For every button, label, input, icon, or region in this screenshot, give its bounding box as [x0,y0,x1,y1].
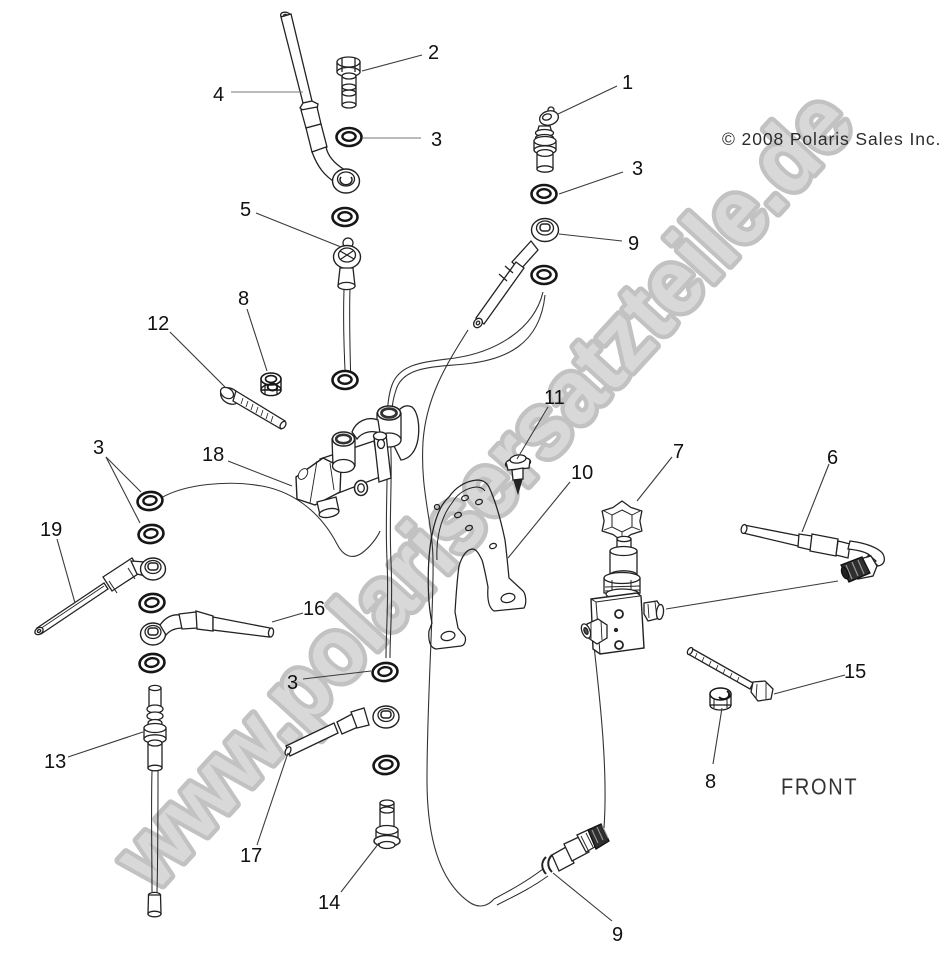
svg-text:19: 19 [40,519,62,541]
svg-text:16: 16 [303,598,325,620]
svg-text:3: 3 [431,129,442,151]
svg-text:8: 8 [705,771,716,793]
svg-text:5: 5 [240,199,251,221]
svg-text:FRONT: FRONT [781,773,858,800]
svg-text:© 2008 Polaris Sales Inc.: © 2008 Polaris Sales Inc. [722,129,941,149]
svg-text:9: 9 [628,233,639,255]
svg-text:6: 6 [827,447,838,469]
svg-text:10: 10 [571,462,593,484]
svg-text:18: 18 [202,444,224,466]
svg-text:3: 3 [287,672,298,694]
svg-text:14: 14 [318,892,340,914]
svg-text:3: 3 [93,437,104,459]
svg-text:17: 17 [240,845,262,867]
svg-text:15: 15 [844,661,866,683]
svg-text:13: 13 [44,751,66,773]
svg-text:7: 7 [673,441,684,463]
svg-text:12: 12 [147,313,169,335]
svg-text:11: 11 [544,387,565,409]
svg-text:4: 4 [213,84,224,106]
svg-text:1: 1 [622,72,633,94]
svg-text:3: 3 [632,158,643,180]
svg-text:2: 2 [428,42,439,64]
svg-text:9: 9 [612,924,623,946]
svg-text:8: 8 [238,288,249,310]
